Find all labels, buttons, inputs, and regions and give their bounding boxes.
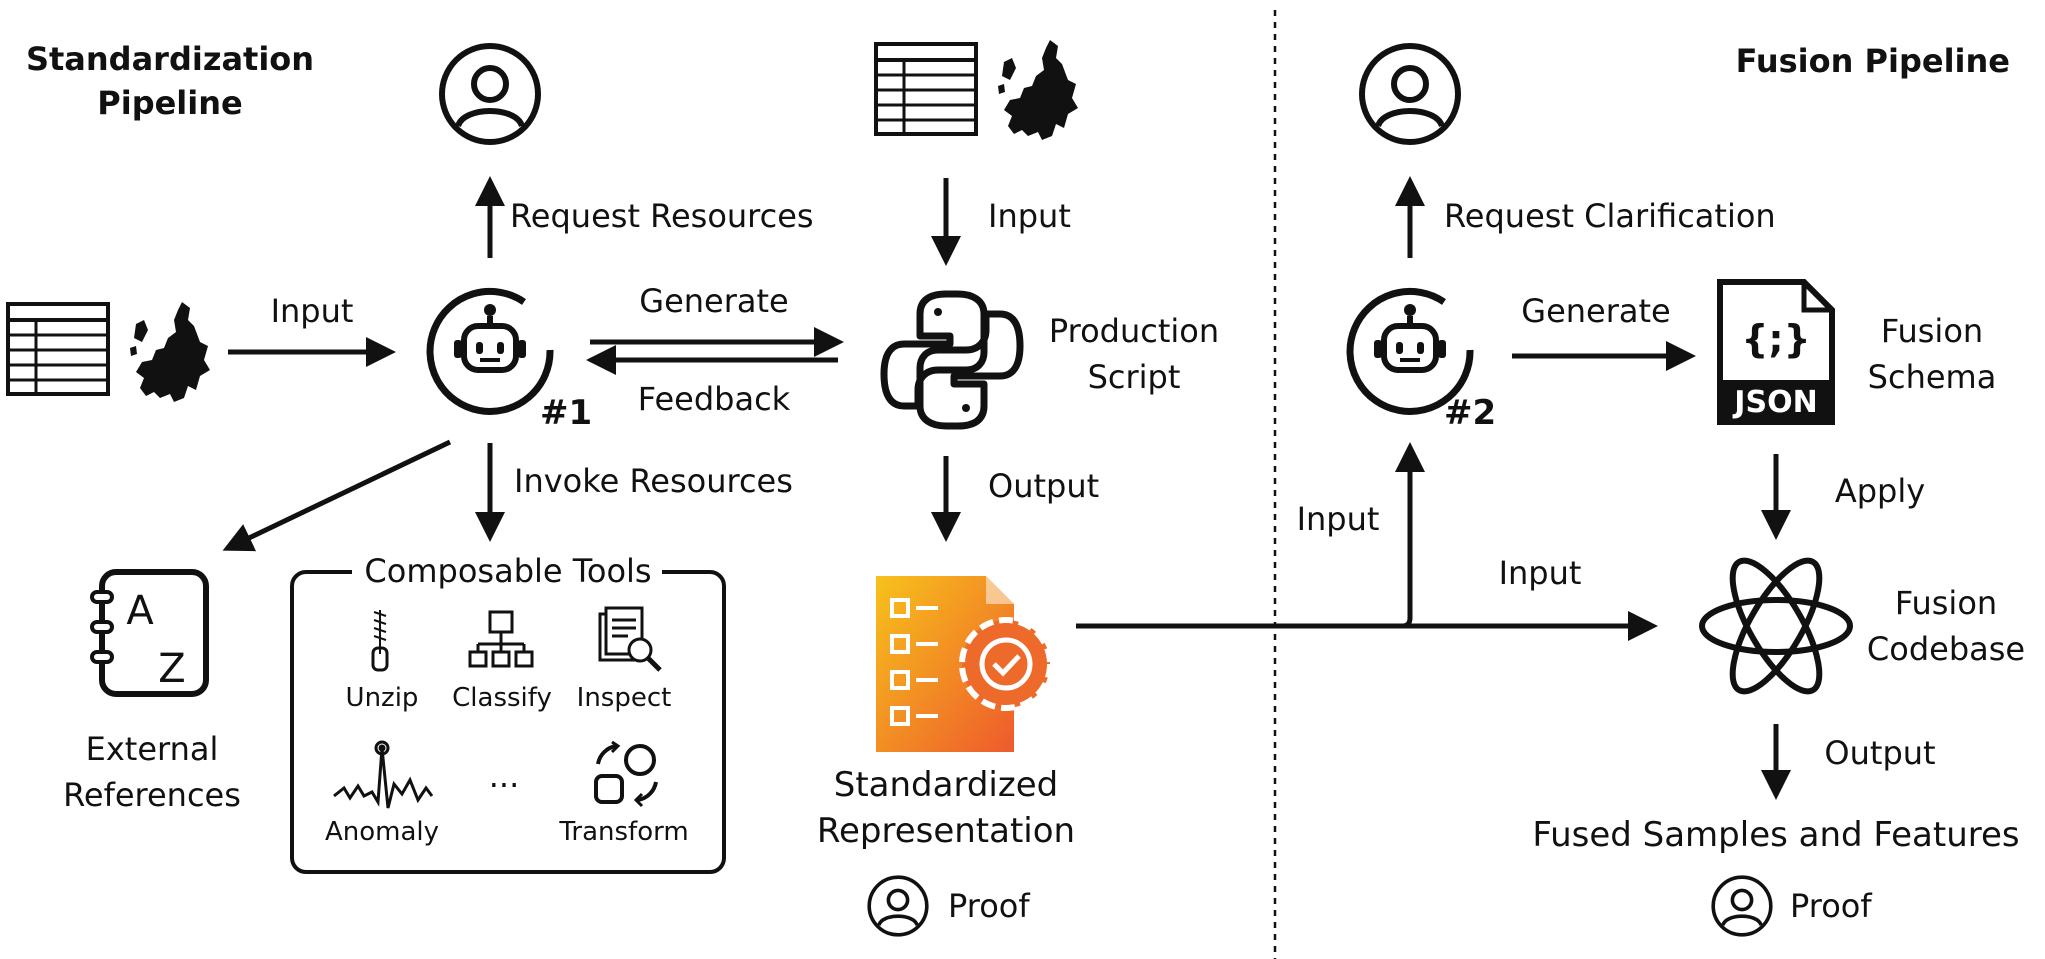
input-label-right: Input xyxy=(1499,554,1582,592)
standardization-title-line1: Standardization xyxy=(26,40,314,78)
proof-user-icon-right xyxy=(1711,875,1773,937)
table-icon-top xyxy=(874,42,978,136)
user-icon xyxy=(442,46,538,142)
standardized-document-icon xyxy=(876,576,1053,752)
transform-icon xyxy=(594,740,658,808)
generate-label: Generate xyxy=(639,282,788,320)
standardized-label-line1: Standardized xyxy=(834,765,1058,805)
external-references-line2: References xyxy=(63,776,241,814)
apply-label: Apply xyxy=(1835,472,1925,510)
fusion-pipeline-title: Fusion Pipeline xyxy=(1736,42,2010,80)
anomaly-wave-icon xyxy=(333,740,434,809)
fusion-codebase-line2: Codebase xyxy=(1867,630,2025,668)
agent-2-tag: #2 xyxy=(1444,393,1496,433)
tool-unzip-label: Unzip xyxy=(346,683,419,713)
input-label-left: Input xyxy=(271,292,354,330)
fused-samples-label: Fused Samples and Features xyxy=(1532,815,2019,855)
output-label-right: Output xyxy=(1824,734,1935,772)
external-references-line1: External xyxy=(86,730,219,768)
hierarchy-icon xyxy=(468,610,534,668)
user-icon-right xyxy=(1362,46,1458,142)
json-file-icon: {;} JSON xyxy=(1717,279,1835,425)
request-resources-label: Request Resources xyxy=(510,197,814,235)
address-book-icon: A Z xyxy=(90,569,209,697)
tool-anomaly-label: Anomaly xyxy=(325,817,439,847)
proof-label-right: Proof xyxy=(1790,887,1872,925)
standardized-label-line2: Representation xyxy=(817,811,1075,851)
table-icon xyxy=(6,302,110,396)
proof-label-left: Proof xyxy=(948,887,1030,925)
zipper-icon xyxy=(371,610,389,672)
inspect-document-icon xyxy=(598,606,662,672)
az-letter-a: A xyxy=(126,588,154,634)
fusion-codebase-line1: Fusion xyxy=(1895,584,1997,622)
tool-inspect-label: Inspect xyxy=(577,683,672,713)
composable-tools-title: Composable Tools xyxy=(364,552,651,590)
input-label-top: Input xyxy=(988,197,1071,235)
standardization-title-line2: Pipeline xyxy=(97,84,242,122)
external-references-arrow xyxy=(222,439,452,552)
fusion-schema-line1: Fusion xyxy=(1881,312,1983,350)
output-label-left: Output xyxy=(988,467,1099,505)
agent-1-robot-icon xyxy=(430,291,550,411)
generate-label-right: Generate xyxy=(1521,292,1670,330)
tools-ellipsis: ··· xyxy=(489,766,520,804)
production-script-line2: Script xyxy=(1088,358,1181,396)
europe-map-icon-top xyxy=(998,40,1078,140)
agent-1-tag: #1 xyxy=(540,393,592,433)
json-badge: JSON xyxy=(1732,385,1817,420)
tool-transform-label: Transform xyxy=(558,817,688,847)
tool-classify-label: Classify xyxy=(452,683,552,713)
atom-codebase-icon xyxy=(1699,557,1853,695)
europe-map-icon xyxy=(130,302,210,402)
request-clarification-label: Request Clarification xyxy=(1444,197,1776,235)
json-braces: {;} xyxy=(1741,317,1810,361)
fusion-schema-line2: Schema xyxy=(1868,358,1997,396)
az-letter-z: Z xyxy=(158,646,185,692)
input-label-up: Input xyxy=(1297,500,1380,538)
production-script-line1: Production xyxy=(1049,312,1219,350)
invoke-resources-label: Invoke Resources xyxy=(514,462,793,500)
feedback-label: Feedback xyxy=(638,380,791,418)
proof-user-icon-left xyxy=(867,875,929,937)
python-logo-icon xyxy=(880,290,1024,430)
